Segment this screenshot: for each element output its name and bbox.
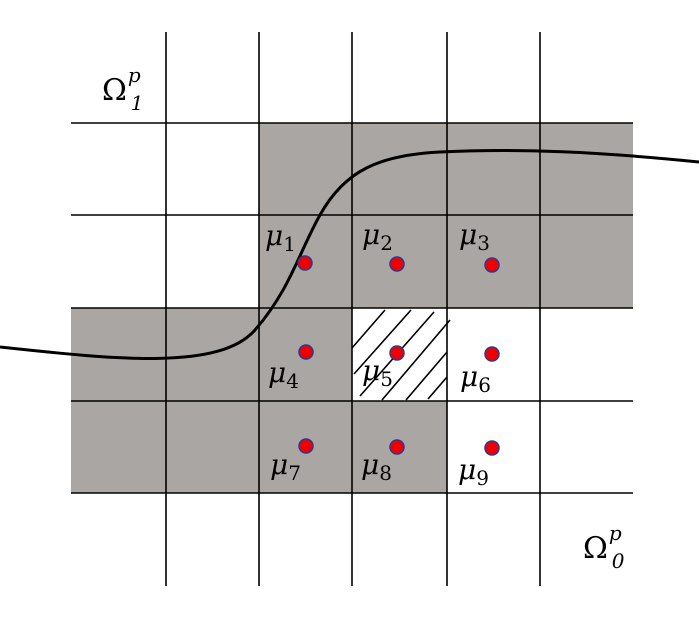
node-point [389, 256, 405, 272]
interface-curve [0, 148, 699, 360]
node-point [484, 440, 500, 456]
node-point [389, 439, 405, 455]
node-label-mu8: μ8 [361, 448, 392, 485]
node-point [389, 345, 405, 361]
node-label-mu6: μ6 [460, 360, 491, 397]
node-label-mu2: μ2 [362, 218, 393, 255]
node-label-mu4: μ4 [268, 356, 299, 393]
node-point [484, 257, 500, 273]
node-labels: μ1 μ2 μ3 μ4 μ5 μ6 μ7 μ8 μ9 [265, 218, 491, 490]
node-point [297, 255, 313, 271]
node-point [298, 438, 314, 454]
node-label-mu3: μ3 [459, 218, 490, 255]
nodes [297, 255, 500, 456]
node-label-mu7: μ7 [270, 448, 301, 485]
node-point [298, 344, 314, 360]
shaded-cell [259, 215, 633, 308]
node-point [484, 346, 500, 362]
node-label-mu1: μ1 [265, 219, 296, 256]
node-label-mu5: μ5 [362, 354, 393, 391]
node-label-mu9: μ9 [458, 453, 489, 490]
shaded-cell [259, 123, 633, 215]
grid-lines [71, 32, 633, 586]
